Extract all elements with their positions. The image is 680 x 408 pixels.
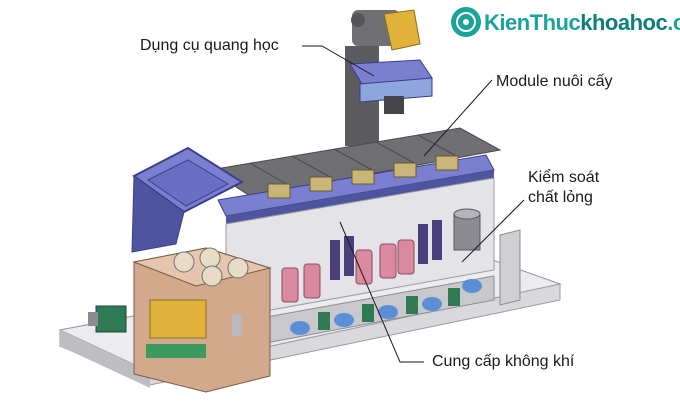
logo-text-part1: KienThuc xyxy=(484,10,581,35)
leader-lines xyxy=(302,45,525,363)
fluid-section xyxy=(225,177,495,319)
label-culture-module: Module nuôi cấy xyxy=(496,73,613,90)
motor xyxy=(88,305,127,333)
optics-column xyxy=(345,9,433,146)
top-panels xyxy=(208,127,502,197)
logo-text-part3: .org xyxy=(667,10,680,35)
culture-module-rail xyxy=(217,154,495,224)
open-lid xyxy=(131,146,245,253)
air-supply-row xyxy=(249,275,495,347)
back-panel xyxy=(499,229,521,306)
label-fluid-control: Kiểm soát chất lỏng xyxy=(528,168,599,208)
logo-text-part2: khoahoc xyxy=(580,10,668,35)
label-air-supply: Cung cấp không khí xyxy=(432,353,575,370)
logo-emblem-icon xyxy=(451,7,481,37)
front-enclosure xyxy=(132,247,272,393)
label-optics: Dụng cụ quang học xyxy=(140,37,279,54)
watermark-logo: KienThuckhoahoc.org xyxy=(448,2,680,42)
label-fluid-control-line1: Kiểm soát xyxy=(528,169,600,186)
label-fluid-control-line2: chất lỏng xyxy=(528,189,593,206)
logo-text: KienThuckhoahoc.org xyxy=(484,10,680,36)
